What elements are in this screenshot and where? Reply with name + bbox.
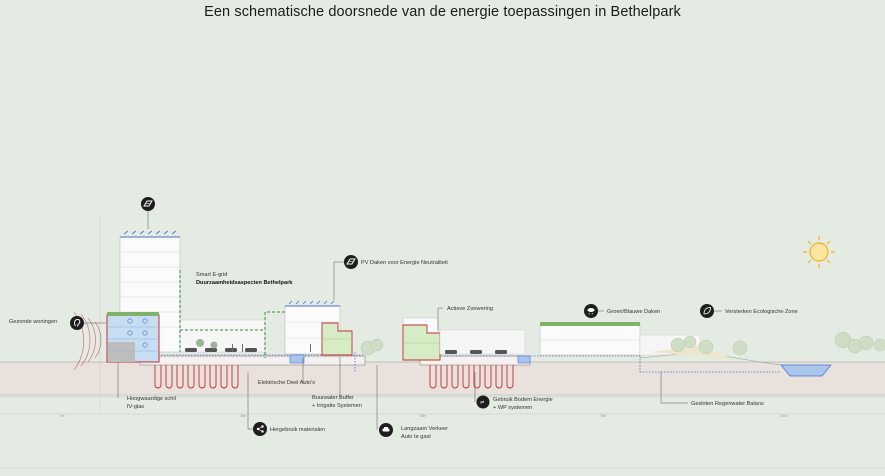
- share-icon: [253, 422, 267, 436]
- cars-garage-left: [185, 348, 305, 364]
- midrise-left: [179, 319, 266, 353]
- green-facade-building: [321, 322, 353, 356]
- label-duurzaamheid: Duurzaamheidsaspecten Bethelpark: [196, 280, 293, 286]
- embankment: [639, 351, 782, 366]
- diagram-title: Een schematische doorsnede van de energi…: [204, 4, 681, 20]
- label-bodem-energie: Gebruik Bodem Energie: [493, 397, 553, 403]
- geothermal-loops-left: [154, 365, 239, 389]
- label-gezonde-woningen: Gezonde woningen: [9, 319, 57, 325]
- solar-panel-icon: [344, 255, 358, 269]
- healthy-housing-block: [106, 312, 160, 363]
- car-icon: [379, 423, 393, 437]
- street-life-left: [196, 339, 311, 352]
- right-block-buildings: [402, 317, 701, 361]
- label-buurwater-buffer: Buurwater Buffer: [312, 395, 354, 401]
- sun-icon: [803, 236, 835, 268]
- measurement-lines: [0, 396, 885, 469]
- leader-lines: [84, 211, 722, 430]
- svg-text:50m: 50m: [420, 414, 427, 418]
- geothermal-loops-right: [429, 365, 514, 389]
- label-wp-systemen: + WP systemen: [493, 405, 532, 411]
- svg-text:0m: 0m: [60, 414, 65, 418]
- ground-layer: [0, 361, 885, 396]
- water-ditch: [780, 364, 832, 377]
- solar-panel-icon: [141, 197, 155, 211]
- svg-text:75m: 75m: [600, 414, 607, 418]
- cars-garage-right: [445, 350, 531, 364]
- label-smart-egrid: Smart E-grid: [196, 272, 227, 278]
- label-elektrische-deelautos: Elektrische Deel Auto's: [258, 380, 315, 386]
- dune: [650, 345, 735, 360]
- label-fv-glas: fV-glas: [127, 404, 144, 410]
- ear-health-icon: [70, 316, 84, 330]
- leaf-icon: [700, 304, 714, 318]
- svg-text:⇌: ⇌: [480, 400, 484, 406]
- svg-text:100m: 100m: [780, 414, 788, 418]
- label-groen-blauwe-daken: Groen/Blauwe Daken: [607, 309, 660, 315]
- label-langzaam-verkeer: Langzaam Verkeer: [401, 426, 448, 432]
- label-pv-daken: PV Daken voor Energie Neutraliteit: [361, 260, 448, 266]
- label-actieve-zonwering: Actieve Zonwering: [447, 306, 493, 312]
- label-regenwater-balans: Gesloten Regenwater Balans: [691, 401, 764, 407]
- svg-text:25m: 25m: [240, 414, 247, 418]
- label-irrigatie: + Irrigatie Systemen: [312, 403, 362, 409]
- share-icon: ⇌: [476, 395, 490, 409]
- scale-ticks: 0m 25m 50m 75m 100m: [60, 414, 788, 418]
- cloud-rain-icon: [584, 304, 598, 318]
- trees: [360, 331, 885, 356]
- label-hoogwaardige-schil: Hoogwaardige schil: [127, 396, 176, 402]
- label-hergebruik: Hergebruik materialen: [270, 427, 325, 433]
- parking-garage-left: [139, 355, 366, 366]
- smart-egrid-lines: [179, 270, 285, 358]
- label-ecologische-zone: Versterken Ecologische Zone: [725, 309, 798, 315]
- label-auto-te-gast: Auto te gast: [401, 434, 431, 440]
